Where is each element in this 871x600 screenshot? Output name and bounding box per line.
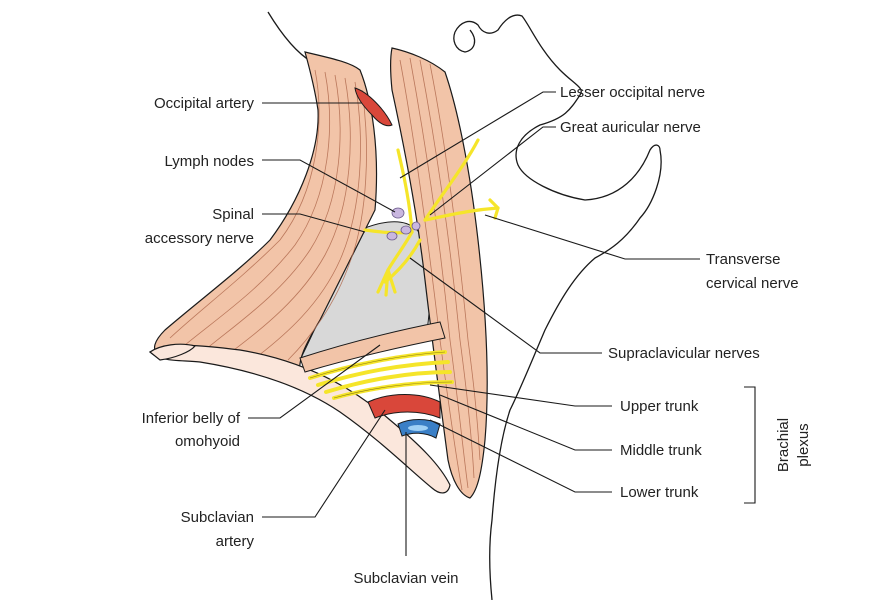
lymph-nodes <box>386 207 421 241</box>
shoulder-tip <box>148 343 197 361</box>
label-inferior-belly-line2: omohyoid <box>175 433 240 450</box>
label-lesser-occipital: Lesser occipital nerve <box>560 84 705 101</box>
label-spinal-accessory-line2: accessory nerve <box>145 230 254 247</box>
label-brachial-line2: plexus <box>795 423 812 466</box>
label-upper-trunk: Upper trunk <box>620 398 699 415</box>
label-subclavian-artery-line1: Subclavian <box>181 509 254 526</box>
label-middle-trunk: Middle trunk <box>620 442 702 459</box>
label-subclavian-artery-line2: artery <box>216 533 255 550</box>
leader-subclavian-artery <box>262 409 386 518</box>
label-transverse-cervical-line2: cervical nerve <box>706 275 799 292</box>
leader-upper-trunk <box>429 384 612 407</box>
plexus-trunk-outlines <box>309 351 453 399</box>
sternocleidomastoid-muscle <box>389 47 488 499</box>
leader-spinal-accessory <box>262 213 366 233</box>
label-subclavian-vein: Subclavian vein <box>353 570 458 587</box>
label-inferior-belly-line1: Inferior belly of <box>142 410 241 427</box>
label-lymph-nodes: Lymph nodes <box>164 153 254 170</box>
clavicle <box>148 344 451 494</box>
leader-supraclavicular <box>409 257 602 354</box>
leader-transverse-cervical <box>484 214 700 260</box>
label-great-auricular: Great auricular nerve <box>560 119 701 136</box>
omohyoid-muscle <box>299 321 446 373</box>
occipital-artery <box>354 87 393 127</box>
trapezius-fibers <box>169 69 367 361</box>
leader-lymph-nodes <box>262 159 396 213</box>
label-transverse-cervical-line1: Transverse <box>706 251 780 268</box>
leader-lower-trunk <box>429 419 612 493</box>
vein-highlight <box>408 425 428 431</box>
label-lower-trunk: Lower trunk <box>620 484 699 501</box>
brachial-plexus-bracket <box>744 386 756 504</box>
leader-middle-trunk <box>439 394 612 451</box>
label-supraclavicular: Supraclavicular nerves <box>608 345 760 362</box>
subclavian-artery <box>367 394 441 419</box>
leader-great-auricular <box>429 126 556 216</box>
label-brachial-line1: Brachial <box>775 418 792 472</box>
ear-outline <box>453 29 476 53</box>
leader-inferior-belly <box>248 344 381 419</box>
leader-lesser-occipital <box>399 91 556 179</box>
label-spinal-accessory-line1: Spinal <box>212 206 254 223</box>
cervical-nerves <box>363 138 500 297</box>
label-occipital-artery: Occipital artery <box>154 95 255 112</box>
